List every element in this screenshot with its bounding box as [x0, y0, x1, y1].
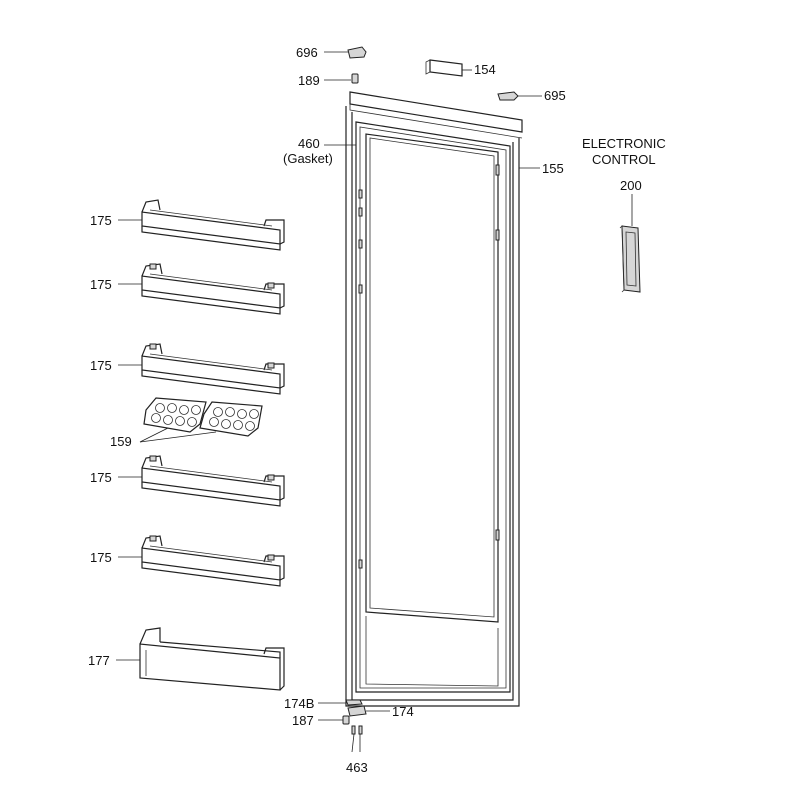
label-175-2: 175	[90, 277, 112, 292]
part-154-cover	[429, 59, 463, 77]
egg-tray-159-left	[143, 397, 207, 433]
label-154: 154	[474, 62, 496, 77]
label-695: 695	[544, 88, 566, 103]
gasket-460	[355, 121, 511, 693]
label-463: 463	[346, 760, 368, 775]
part-695-bracket	[497, 91, 519, 101]
electronic-control-200	[619, 225, 641, 293]
label-187: 187	[292, 713, 314, 728]
part-174	[347, 705, 367, 717]
label-174B: 174B	[284, 696, 314, 711]
label-189: 189	[298, 73, 320, 88]
label-175-3: 175	[90, 358, 112, 373]
door-frame-155	[345, 91, 523, 707]
label-175-5: 175	[90, 550, 112, 565]
label-200: 200	[620, 178, 642, 193]
part-187	[342, 715, 350, 725]
label-177: 177	[88, 653, 110, 668]
label-159: 159	[110, 434, 132, 449]
label-control: CONTROL	[592, 152, 656, 167]
door-bin-175-1	[141, 199, 285, 251]
part-189-pin	[351, 73, 359, 84]
egg-tray-159-right	[199, 401, 263, 437]
door-bin-175-3	[141, 343, 285, 395]
door-bin-177	[139, 627, 285, 691]
door-bin-175-4	[141, 455, 285, 507]
label-175-4: 175	[90, 470, 112, 485]
label-174: 174	[392, 704, 414, 719]
door-bin-175-5	[141, 535, 285, 587]
part-174B	[345, 699, 363, 706]
label-460-gasket: (Gasket)	[283, 151, 333, 166]
label-electronic: ELECTRONIC	[582, 136, 666, 151]
part-463-screws	[351, 725, 363, 753]
part-696-bracket	[347, 46, 367, 59]
label-696: 696	[296, 45, 318, 60]
door-bin-175-2	[141, 263, 285, 315]
label-460: 460	[298, 136, 320, 151]
label-175-1: 175	[90, 213, 112, 228]
label-155: 155	[542, 161, 564, 176]
